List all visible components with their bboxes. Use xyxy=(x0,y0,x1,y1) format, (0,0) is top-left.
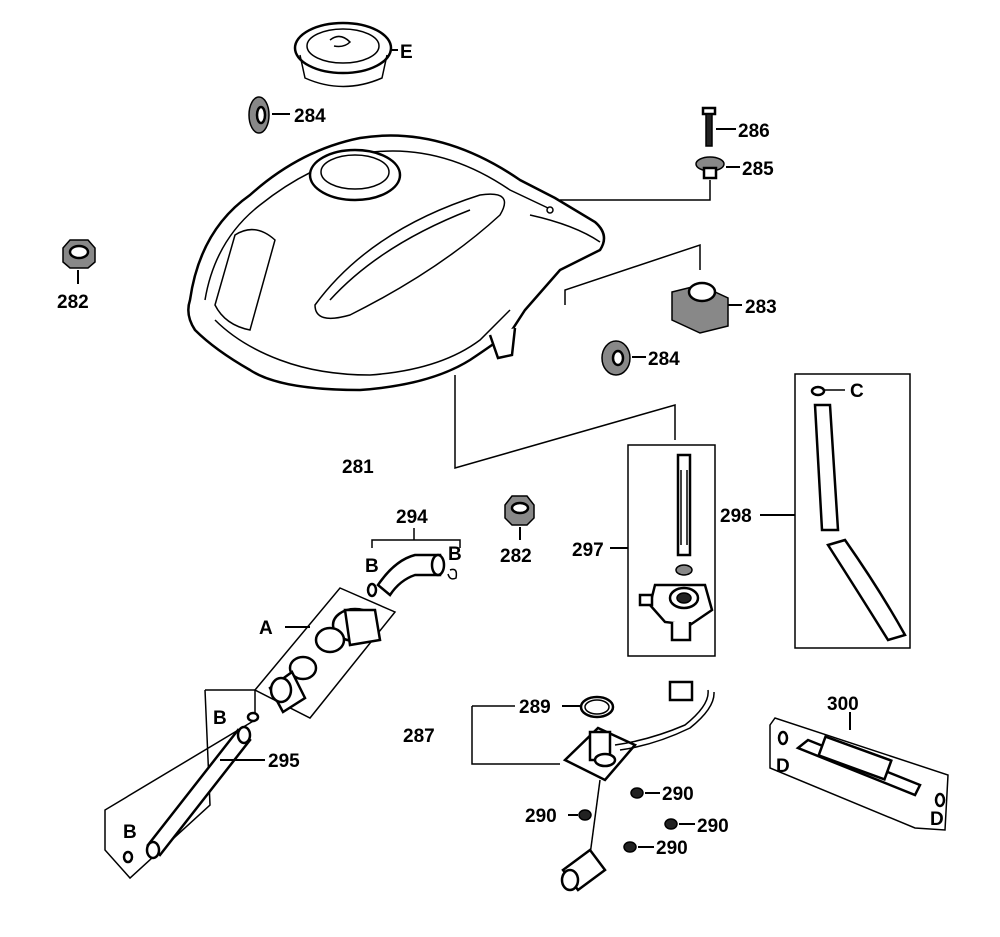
label-281: 281 xyxy=(342,457,374,478)
label-E: E xyxy=(400,42,413,63)
label-B-4: B xyxy=(123,822,137,843)
bracket-283 xyxy=(564,243,742,334)
label-297: 297 xyxy=(572,540,604,561)
label-290-d: 290 xyxy=(656,838,688,859)
label-C: C xyxy=(850,381,864,402)
label-B-3: B xyxy=(213,708,227,729)
fuel-tank xyxy=(187,134,606,392)
label-295: 295 xyxy=(268,751,300,772)
label-284-top: 284 xyxy=(294,106,326,127)
nut-290-d xyxy=(623,841,654,853)
fuel-pump-287 xyxy=(471,680,715,892)
label-282-center: 282 xyxy=(500,546,532,567)
label-286: 286 xyxy=(738,121,770,142)
label-D-1: D xyxy=(776,756,790,777)
damper-284-top xyxy=(248,96,290,134)
label-A: A xyxy=(259,618,273,639)
cap-nut-282-left xyxy=(62,239,96,284)
damper-284-right xyxy=(601,340,646,376)
bolt-286 xyxy=(701,106,736,147)
label-285: 285 xyxy=(742,159,774,180)
label-300: 300 xyxy=(827,694,859,715)
label-D-2: D xyxy=(930,809,944,830)
nut-290-c xyxy=(664,818,695,830)
label-290-c: 290 xyxy=(697,816,729,837)
label-298: 298 xyxy=(720,506,752,527)
hose-294 xyxy=(366,528,461,598)
label-287: 287 xyxy=(403,726,435,747)
label-294: 294 xyxy=(396,507,428,528)
label-290-a: 290 xyxy=(662,784,694,805)
label-289: 289 xyxy=(519,697,551,718)
washer-285 xyxy=(560,156,740,201)
cap-nut-282-center xyxy=(504,495,535,540)
label-284-right: 284 xyxy=(648,349,680,370)
label-290-b: 290 xyxy=(525,806,557,827)
filter-hose-295 xyxy=(104,689,265,880)
fuel-cap xyxy=(293,21,398,88)
fuel-cock-297 xyxy=(610,444,716,657)
leader-tank-cock xyxy=(454,375,676,469)
label-282-left: 282 xyxy=(57,292,89,313)
nut-290-b xyxy=(568,809,592,821)
drain-hose-298 xyxy=(760,373,911,649)
label-B-2: B xyxy=(448,544,462,565)
label-B-1: B xyxy=(365,556,379,577)
breather-hose-300 xyxy=(769,712,949,831)
nut-290-a xyxy=(630,787,660,799)
label-283: 283 xyxy=(745,297,777,318)
fuel-filter-A xyxy=(253,587,397,719)
